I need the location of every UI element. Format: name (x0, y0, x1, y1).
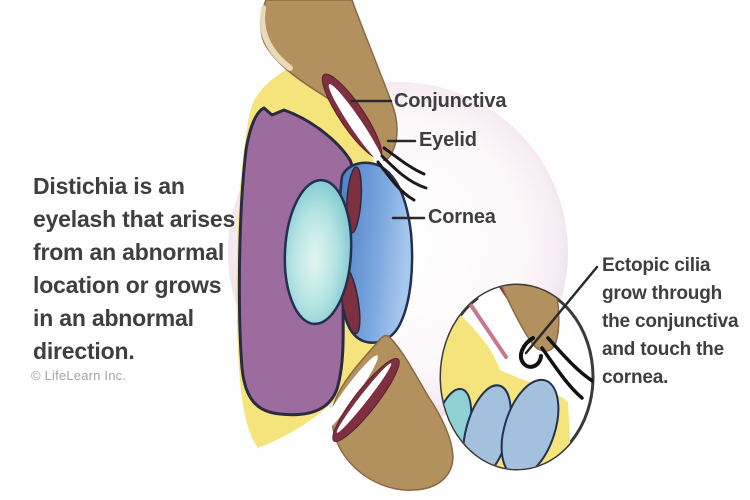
description-line: from an abnormal (33, 239, 225, 265)
inset-eyelashes (540, 336, 593, 400)
description-line: eyelash that arises (33, 206, 236, 232)
description-line: direction. (33, 338, 135, 364)
inset-caption-text: Ectopic cilia grow through the conjuncti… (602, 252, 739, 392)
inset-caption-line: the conjunctiva (602, 311, 739, 332)
inset-caption-line: Ectopic cilia (602, 255, 711, 276)
inset-caption-line: grow through (602, 283, 723, 304)
label-eyelid: Eyelid (419, 129, 477, 151)
label-conjunctiva: Conjunctiva (394, 90, 507, 112)
ectopic-cilium-hook (519, 336, 543, 369)
description-line: Distichia is an (33, 173, 185, 199)
description-text: Distichia is an eyelash that arises from… (33, 170, 235, 368)
inset-magnified-view (439, 265, 599, 471)
copyright-credit: © LifeLearn Inc. (31, 368, 127, 383)
eyelashes (376, 146, 428, 202)
inset-caption-line: cornea. (602, 367, 669, 388)
lower-conjunctiva-space (318, 355, 378, 437)
upper-eyelid-highlight (259, 5, 293, 71)
label-leader-lines (350, 99, 426, 220)
ectopic-cilia-leader-line (524, 265, 599, 355)
inset-caption-line: and touch the (602, 339, 724, 360)
description-line: in an abnormal (33, 305, 194, 331)
lens (283, 178, 353, 326)
lower-tarsus-white-core (336, 363, 392, 433)
label-cornea: Cornea (428, 206, 496, 228)
upper-conjunctiva-space (328, 84, 384, 164)
inset-cornea-right (500, 378, 560, 469)
description-line: location or grows (33, 272, 222, 298)
